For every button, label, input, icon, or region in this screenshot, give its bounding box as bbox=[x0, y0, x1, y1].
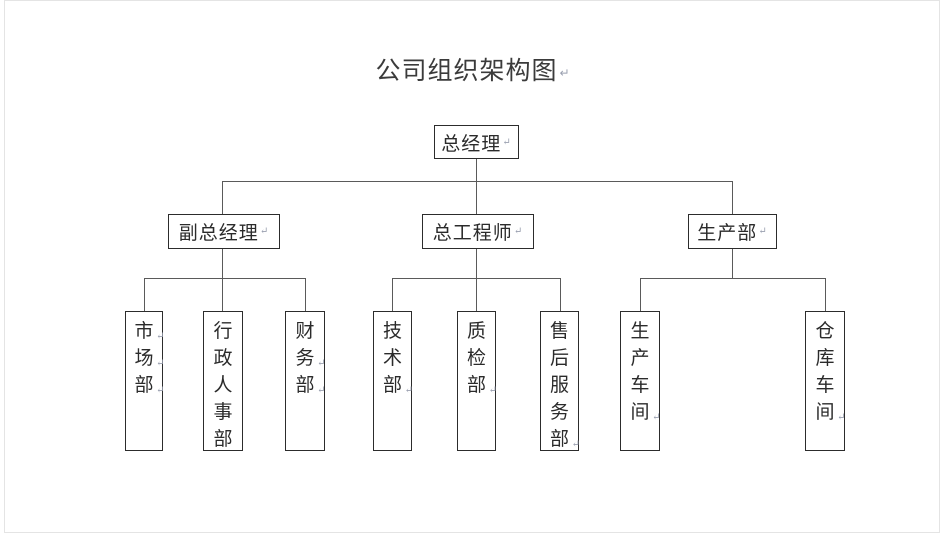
connector-to-quality bbox=[476, 278, 477, 311]
org-chart-canvas: 公司组织架构图↵ 总经理↵ 副总经理↵ bbox=[5, 1, 941, 534]
node-production-workshop[interactable]: 生 产 车 间↵ bbox=[620, 311, 661, 451]
node-char: 财 bbox=[295, 320, 315, 342]
connector-production-dept-bus bbox=[640, 278, 825, 279]
node-production-department[interactable]: 生产部↵ bbox=[688, 214, 777, 249]
connector-to-prod-workshop bbox=[640, 278, 641, 311]
connector-deputy-gm-stem bbox=[222, 249, 223, 278]
paragraph-mark-icon: ↵ bbox=[317, 357, 326, 369]
paragraph-mark-icon: ↵ bbox=[571, 438, 580, 450]
node-char: 车 bbox=[630, 373, 650, 396]
node-label: 副总经理 bbox=[178, 222, 259, 244]
connector-chief-engineer-stem bbox=[476, 249, 477, 278]
node-general-manager[interactable]: 总经理↵ bbox=[434, 125, 519, 159]
node-char: 生 bbox=[630, 320, 650, 342]
node-char: 政 bbox=[213, 346, 233, 369]
node-warehouse-workshop[interactable]: 仓 库 车 间↵ bbox=[805, 311, 846, 451]
node-quality-inspection-department[interactable]: 质 检 部↵ bbox=[457, 311, 497, 451]
node-char: 人 bbox=[213, 373, 233, 396]
node-chief-engineer[interactable]: 总工程师↵ bbox=[422, 214, 534, 249]
node-char: 技 bbox=[382, 320, 402, 342]
paragraph-mark-icon: ↵ bbox=[758, 226, 768, 237]
connector-to-warehouse bbox=[825, 278, 826, 311]
node-char: 服 bbox=[549, 373, 569, 396]
connector-gm-stem bbox=[476, 159, 477, 181]
node-char: 部 bbox=[213, 427, 233, 450]
node-char: 售 bbox=[549, 320, 569, 342]
page-title: 公司组织架构图↵ bbox=[5, 51, 941, 87]
node-char: 间 bbox=[815, 400, 835, 423]
node-deputy-general-manager[interactable]: 副总经理↵ bbox=[168, 214, 280, 249]
node-char: 部 bbox=[382, 373, 402, 396]
node-char: 检 bbox=[466, 346, 486, 369]
page-title-text: 公司组织架构图 bbox=[375, 56, 558, 85]
node-technology-department[interactable]: 技 术 部↵ bbox=[373, 311, 413, 451]
connector-to-marketing bbox=[144, 278, 145, 311]
paragraph-mark-icon: ↵ bbox=[488, 384, 497, 396]
connector-to-technology bbox=[392, 278, 393, 311]
document-page: 公司组织架构图↵ 总经理↵ 副总经理↵ bbox=[4, 0, 940, 533]
paragraph-mark-icon: ↵ bbox=[317, 384, 326, 396]
paragraph-mark-icon: ↵ bbox=[156, 357, 165, 369]
paragraph-mark-icon: ↵ bbox=[404, 384, 413, 396]
connector-to-chief-engineer bbox=[476, 181, 477, 214]
node-char: 间 bbox=[630, 400, 650, 423]
node-char: 事 bbox=[213, 400, 233, 423]
node-char: 库 bbox=[815, 346, 835, 369]
paragraph-mark-icon: ↵ bbox=[837, 411, 846, 423]
paragraph-mark-icon: ↵ bbox=[156, 330, 165, 342]
paragraph-mark-icon: ↵ bbox=[156, 384, 165, 396]
node-after-sales-service-department[interactable]: 售 后 服 务 部↵ bbox=[540, 311, 580, 451]
node-marketing-department[interactable]: 市↵ 场↵ 部↵ bbox=[125, 311, 165, 451]
node-label: 生产部 bbox=[697, 222, 758, 244]
node-char: 部 bbox=[466, 373, 486, 396]
node-char: 务 bbox=[549, 400, 569, 423]
connector-to-finance bbox=[305, 278, 306, 311]
connector-level2-bus bbox=[222, 181, 732, 182]
node-char: 产 bbox=[630, 346, 650, 369]
node-char: 仓 bbox=[815, 320, 835, 342]
connector-production-dept-stem bbox=[732, 249, 733, 278]
node-finance-department[interactable]: 财 务↵ 部↵ bbox=[285, 311, 326, 451]
paragraph-mark-icon: ↵ bbox=[559, 65, 571, 80]
node-label: 总工程师 bbox=[432, 222, 513, 244]
paragraph-mark-icon: ↵ bbox=[513, 226, 524, 237]
connector-to-admin-hr bbox=[222, 278, 223, 311]
connector-to-after-sales bbox=[560, 278, 561, 311]
connector-to-production-dept bbox=[732, 181, 733, 214]
node-char: 务 bbox=[295, 346, 315, 369]
node-char: 车 bbox=[815, 373, 835, 396]
node-char: 市 bbox=[134, 320, 154, 342]
paragraph-mark-icon: ↵ bbox=[259, 226, 270, 237]
connector-to-deputy-gm bbox=[222, 181, 223, 214]
node-char: 部 bbox=[295, 373, 315, 396]
node-char: 后 bbox=[549, 346, 569, 369]
paragraph-mark-icon: ↵ bbox=[652, 411, 661, 423]
connector-deputy-gm-bus bbox=[144, 278, 305, 279]
node-admin-hr-department[interactable]: 行 政 人 事 部 bbox=[203, 311, 243, 451]
node-char: 质 bbox=[466, 320, 486, 342]
node-char: 行 bbox=[213, 320, 233, 342]
node-char: 部 bbox=[549, 427, 569, 450]
node-char: 术 bbox=[382, 346, 402, 369]
node-char: 场 bbox=[134, 346, 154, 369]
paragraph-mark-icon: ↵ bbox=[502, 136, 512, 148]
node-char: 部 bbox=[134, 373, 154, 396]
node-label: 总经理 bbox=[441, 132, 502, 155]
